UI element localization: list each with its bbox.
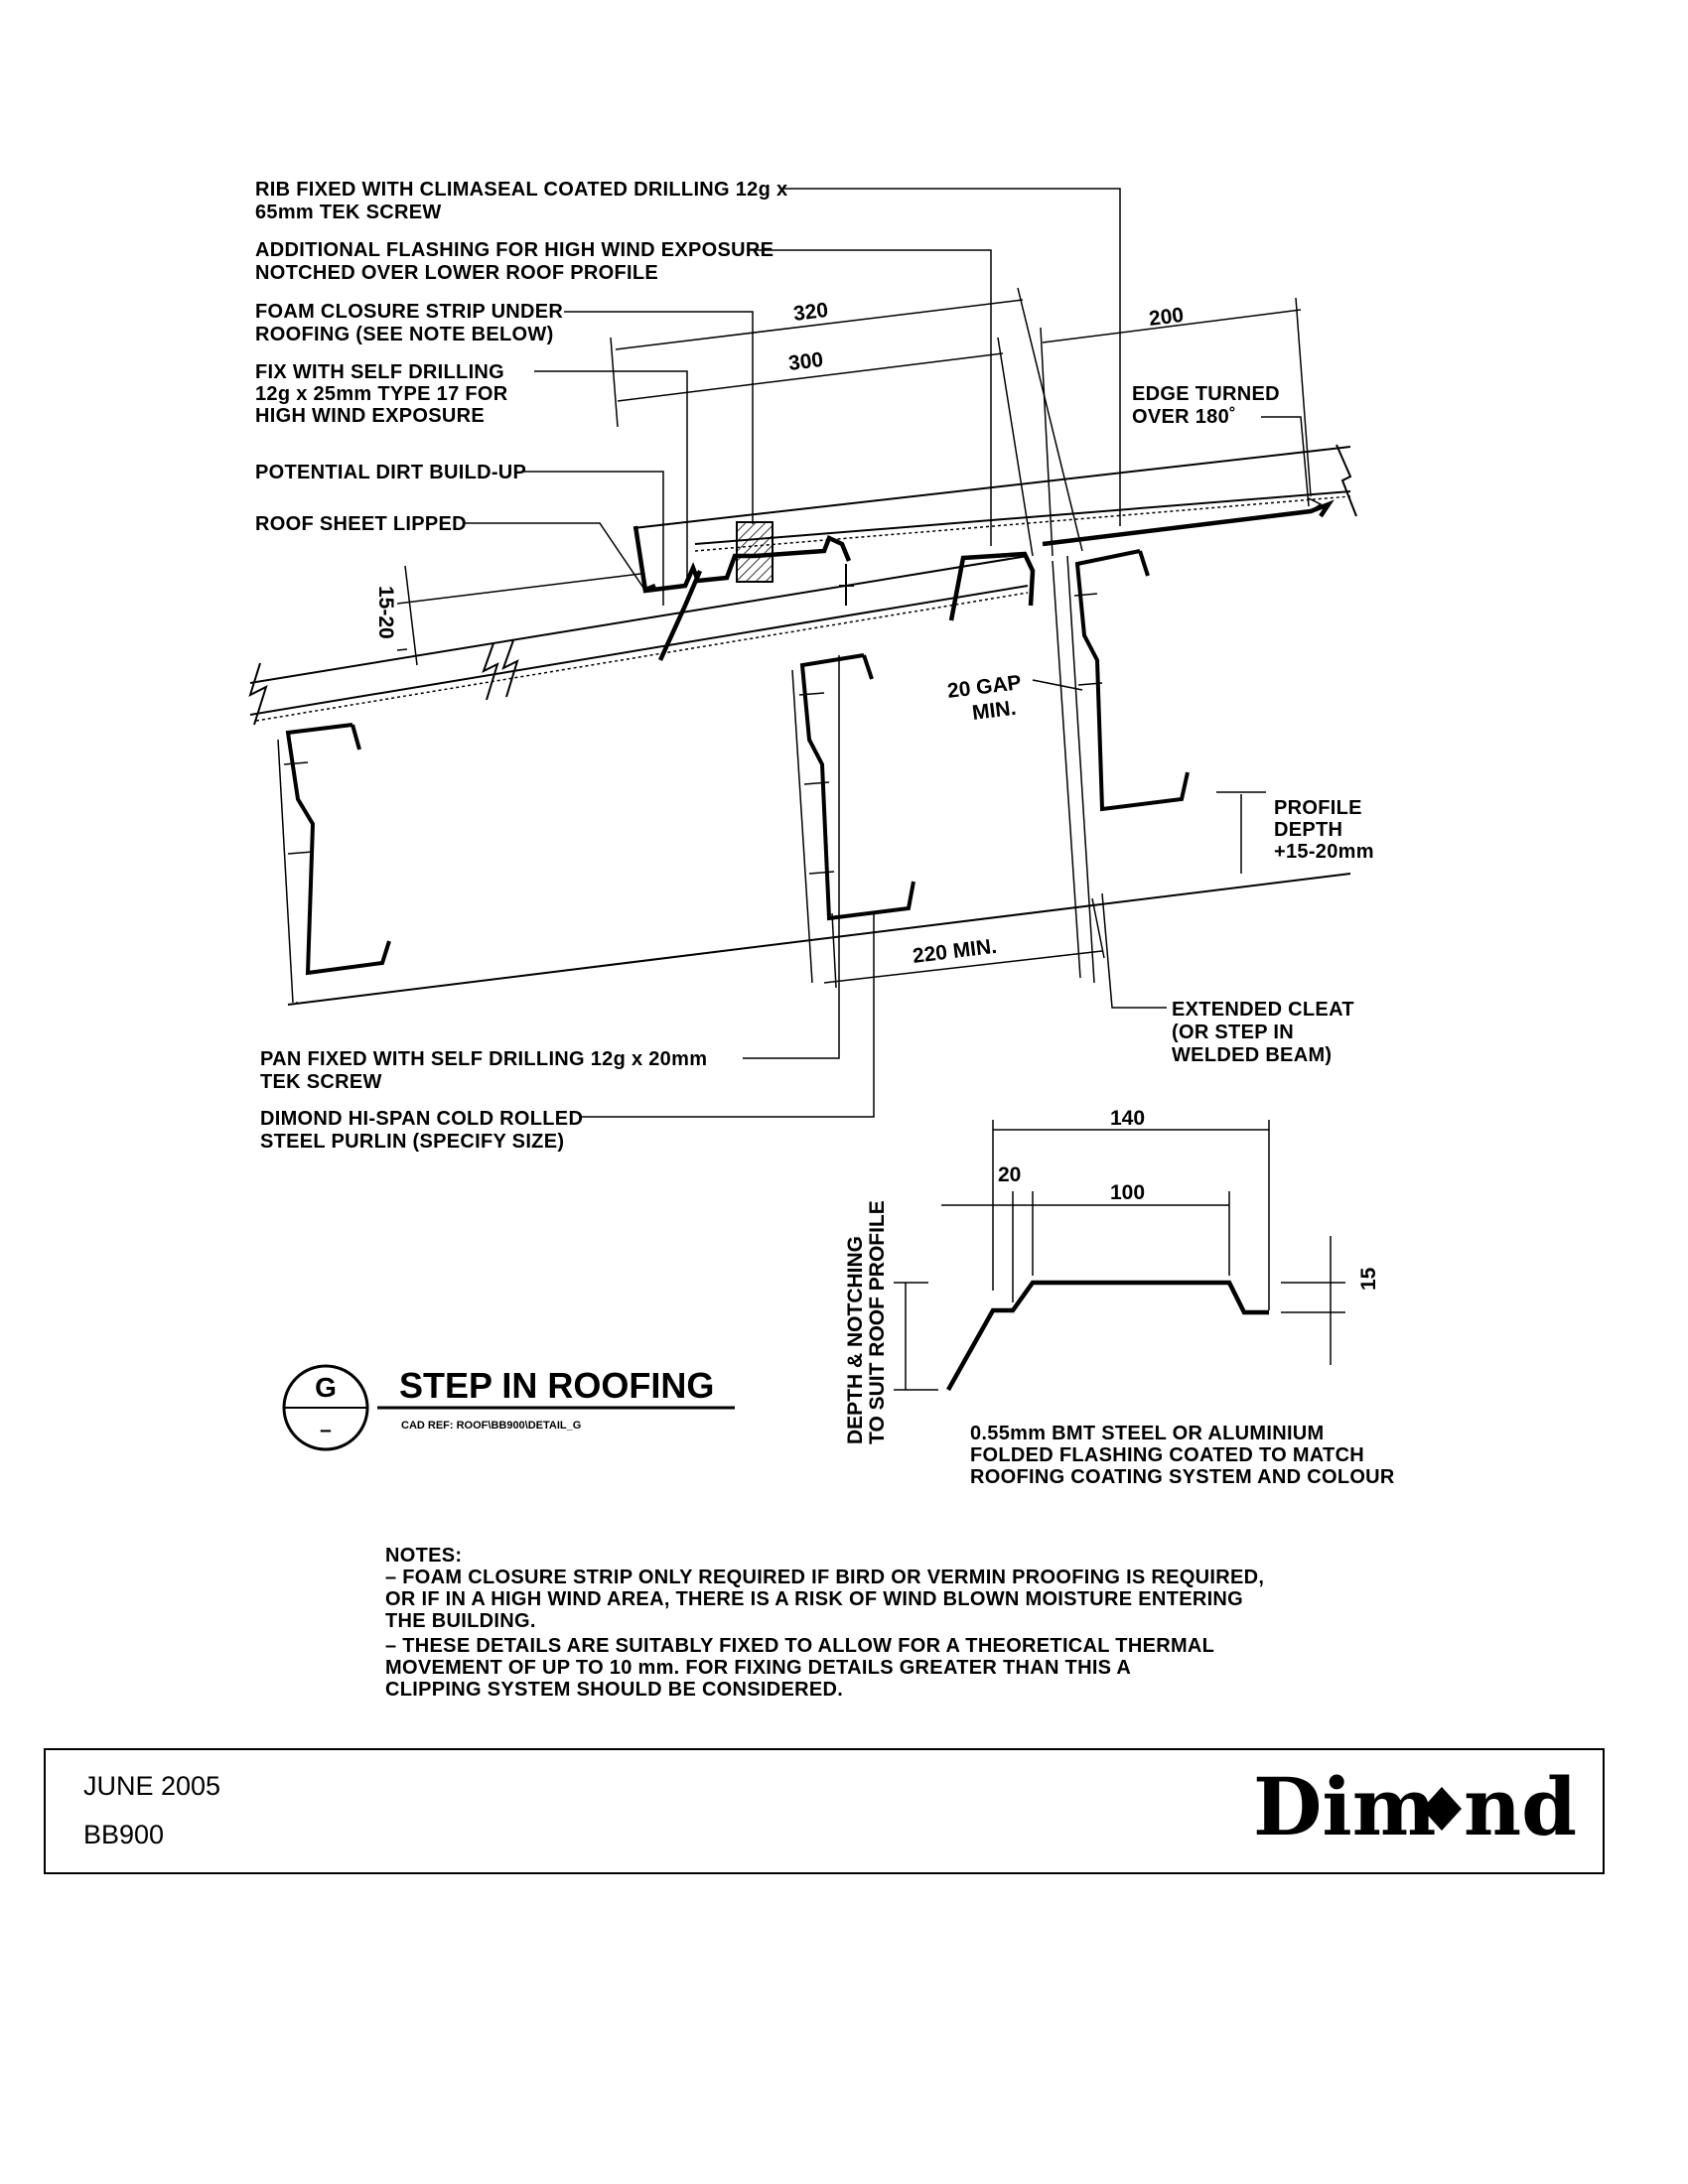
profile-depth-line-1: PROFILE (1274, 797, 1362, 819)
title-block: JUNE 2005 BB900 Dim nd (44, 1748, 1605, 1874)
notes-line-6: CLIPPING SYSTEM SHOULD BE CONSIDERED. (385, 1679, 843, 1701)
profile-depth-line-2: DEPTH (1274, 819, 1342, 841)
foam-closure-line-2: ROOFING (SEE NOTE BELOW) (255, 324, 554, 345)
detail-sub: – (320, 1419, 332, 1441)
dim-200-label: 200 (1148, 304, 1186, 331)
dimension-profile-depth (1216, 791, 1266, 874)
rib-fixed-line-2: 65mm TEK SCREW (255, 202, 442, 223)
detail-title: G – STEP IN ROOFING CAD REF: ROOF\BB900\… (282, 1364, 735, 1451)
flashing-profile-detail: 140 20 100 DEPTH & NOTCHING TO SUIT ROOF… (844, 1107, 1395, 1488)
extended-cleat-line-2: (OR STEP IN (1172, 1022, 1294, 1043)
callout-profile-depth: PROFILE DEPTH +15-20mm (1274, 797, 1374, 863)
notes: NOTES: – FOAM CLOSURE STRIP ONLY REQUIRE… (385, 1545, 1264, 1701)
cad-ref: CAD REF: ROOF\BB900\DETAIL_G (401, 1420, 581, 1432)
detail-title-text: STEP IN ROOFING (399, 1365, 714, 1406)
depth-notching-line-1: DEPTH & NOTCHING (844, 1236, 867, 1444)
callout-pan-fixed: PAN FIXED WITH SELF DRILLING 12g x 20mm … (260, 1048, 707, 1093)
edge-turned-line-1: EDGE TURNED (1132, 383, 1280, 405)
purlin-right (1052, 549, 1190, 984)
purlin-left (277, 723, 391, 1004)
gap-label-2: MIN. (971, 697, 1018, 725)
dim-15-label: 15 (1357, 1267, 1380, 1291)
flashing-spec-line-1: 0.55mm BMT STEEL OR ALUMINIUM (970, 1423, 1325, 1444)
dimension-320: 320 (610, 287, 1083, 552)
dim-100-label: 100 (1110, 1181, 1145, 1204)
title-block-code: BB900 (83, 1820, 164, 1849)
lower-roof-sheet (248, 555, 1029, 726)
fix-self-drilling-line-3: HIGH WIND EXPOSURE (255, 405, 485, 427)
dimension-15-20: 15-20 (374, 565, 641, 666)
callout-foam-closure: FOAM CLOSURE STRIP UNDER ROOFING (SEE NO… (255, 301, 563, 345)
leader-lines (465, 188, 1310, 1118)
callout-edge-turned: EDGE TURNED OVER 180˚ (1132, 383, 1280, 428)
dim-320-label: 320 (792, 299, 830, 326)
notes-line-3: THE BUILDING. (385, 1610, 536, 1632)
pan-fixed-line-1: PAN FIXED WITH SELF DRILLING 12g x 20mm (260, 1048, 707, 1070)
notes-line-5: MOVEMENT OF UP TO 10 mm. FOR FIXING DETA… (385, 1657, 1131, 1679)
flashing-spec-line-2: FOLDED FLASHING COATED TO MATCH (970, 1444, 1364, 1466)
callout-extended-cleat: EXTENDED CLEAT (OR STEP IN WELDED BEAM) (1172, 999, 1354, 1066)
dimension-300: 300 (617, 337, 1034, 557)
flashing-spec-line-3: ROOFING COATING SYSTEM AND COLOUR (970, 1466, 1395, 1488)
fix-self-drilling-line-1: FIX WITH SELF DRILLING (255, 361, 504, 383)
edge-turned-line-2: OVER 180˚ (1132, 405, 1236, 428)
purlin-line-1: DIMOND HI-SPAN COLD ROLLED (260, 1108, 583, 1130)
callout-fix-self-drilling: FIX WITH SELF DRILLING 12g x 25mm TYPE 1… (255, 361, 508, 427)
dim-220-label: 220 MIN. (912, 935, 998, 968)
callout-roof-sheet-lipped: ROOF SHEET LIPPED (255, 513, 467, 535)
detail-letter: G (315, 1372, 337, 1403)
callout-additional-flashing: ADDITIONAL FLASHING FOR HIGH WIND EXPOSU… (255, 239, 774, 284)
extended-cleat-line-1: EXTENDED CLEAT (1172, 999, 1354, 1021)
additional-flashing-line-2: NOTCHED OVER LOWER ROOF PROFILE (255, 262, 658, 284)
logo-diamond-icon (1422, 1787, 1462, 1831)
dimension-200: 200 (1040, 297, 1312, 557)
depth-notching-line-2: TO SUIT ROOF PROFILE (866, 1200, 889, 1444)
dim-15-20-label: 15-20 (374, 586, 397, 639)
pan-fixed-line-2: TEK SCREW (260, 1071, 382, 1093)
purlin-centre (791, 653, 915, 984)
notes-line-4: – THESE DETAILS ARE SUITABLY FIXED TO AL… (385, 1635, 1214, 1657)
fix-self-drilling-line-2: 12g x 25mm TYPE 17 FOR (255, 383, 508, 405)
profile-depth-line-3: +15-20mm (1274, 841, 1374, 863)
callout-purlin: DIMOND HI-SPAN COLD ROLLED STEEL PURLIN … (260, 1108, 583, 1153)
callout-dirt-buildup: POTENTIAL DIRT BUILD-UP (255, 462, 526, 483)
dim-20-label: 20 (998, 1163, 1021, 1186)
notes-line-2: OR IF IN A HIGH WIND AREA, THERE IS A RI… (385, 1588, 1243, 1610)
notes-line-0: NOTES: (385, 1545, 462, 1567)
logo-text-left: Dim (1253, 1760, 1436, 1853)
logo-text-right: nd (1464, 1760, 1577, 1853)
dim-300-label: 300 (787, 348, 825, 375)
callout-rib-fixed: RIB FIXED WITH CLIMASEAL COATED DRILLING… (255, 179, 787, 223)
purlin-line-2: STEEL PURLIN (SPECIFY SIZE) (260, 1131, 564, 1153)
rib-fixed-line-1: RIB FIXED WITH CLIMASEAL COATED DRILLING… (255, 179, 787, 201)
title-block-date: JUNE 2005 (83, 1771, 220, 1801)
notes-line-1: – FOAM CLOSURE STRIP ONLY REQUIRED IF BI… (385, 1567, 1264, 1588)
dim-140-label: 140 (1110, 1107, 1145, 1130)
foam-closure-line-1: FOAM CLOSURE STRIP UNDER (255, 301, 563, 323)
additional-flashing-line-1: ADDITIONAL FLASHING FOR HIGH WIND EXPOSU… (255, 239, 774, 261)
dimond-logo: Dim nd (1253, 1760, 1577, 1853)
extended-cleat-line-3: WELDED BEAM) (1172, 1044, 1332, 1066)
